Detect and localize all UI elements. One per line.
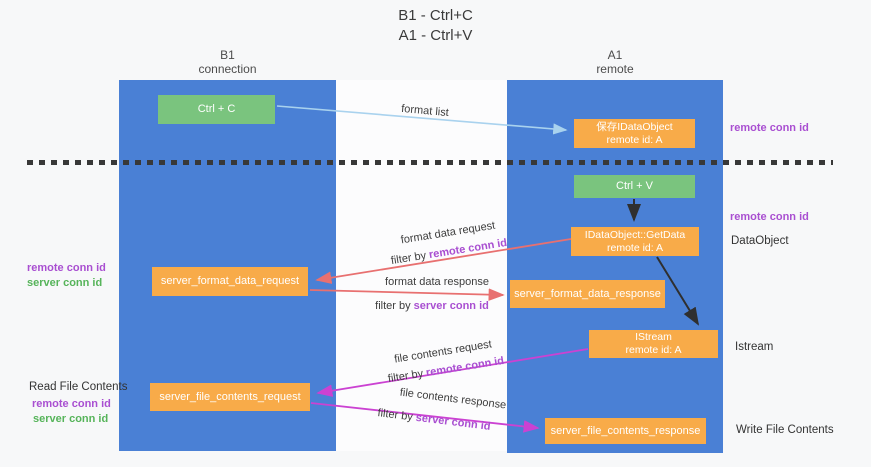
annotation-remote-conn-id-top: remote conn id (730, 122, 809, 134)
annotation-read-file-contents: Read File Contents (29, 381, 128, 393)
server-format-data-request-label: server_format_data_request (160, 275, 300, 287)
label-format-data-response: format data response (385, 276, 489, 288)
lane-b1-subtitle: connection (198, 62, 257, 76)
istream-line1: IStream (635, 331, 672, 343)
node-server-file-contents-response: server_file_contents_response (545, 418, 706, 444)
annotation-write-file-contents: Write File Contents (736, 424, 834, 436)
getdata-line2: remote id: A (606, 241, 664, 254)
node-istream: IStream remote id: A (589, 330, 718, 358)
lane-header-b1: B1 connection (119, 48, 336, 76)
server-file-contents-response-label: server_file_contents_response (550, 424, 701, 437)
lane-b1-title: B1 (220, 48, 235, 62)
title-line-2: A1 - Ctrl+V (398, 27, 473, 44)
annotation-left-remote-conn-id-2: remote conn id (32, 398, 111, 410)
ctrl-v-label: Ctrl + V (616, 180, 653, 192)
lane-a1-title: A1 (607, 48, 623, 62)
annotation-left-remote-conn-id-1: remote conn id (27, 262, 106, 274)
getdata-line1: IDataObject::GetData (584, 228, 686, 241)
node-server-format-data-response: server_format_data_response (510, 280, 665, 308)
annotation-istream: Istream (735, 341, 774, 353)
server-format-data-response-label: server_format_data_response (514, 287, 661, 300)
server-conn-id-text: server conn id (413, 300, 489, 312)
node-server-format-data-request: server_format_data_request (152, 267, 308, 296)
server-file-contents-request-label: server_file_contents_request (159, 390, 301, 403)
diagram-title: B1 - Ctrl+C A1 - Ctrl+V (0, 6, 871, 46)
ctrl-c-label: Ctrl + C (197, 103, 236, 115)
istream-line2: remote id: A (625, 344, 682, 356)
node-server-file-contents-request: server_file_contents_request (150, 383, 310, 411)
node-ctrl-c: Ctrl + C (158, 95, 275, 124)
lane-a1-subtitle: remote (596, 62, 634, 76)
lane-header-a1: A1 remote (507, 48, 723, 76)
clipboard-boundary-dashed-line (27, 160, 833, 165)
annotation-remote-conn-id-mid: remote conn id (730, 211, 809, 223)
annotation-left-server-conn-id-2: server conn id (33, 413, 109, 425)
node-idataobject-getdata: IDataObject::GetData remote id: A (571, 227, 699, 256)
node-save-idataobject: 保存IDataObject remote id: A (574, 119, 695, 148)
title-line-1: B1 - Ctrl+C (398, 7, 473, 24)
save-idataobject-line1: 保存IDataObject (596, 120, 673, 133)
filter-by-text: filter by (375, 300, 411, 312)
annotation-left-server-conn-id-1: server conn id (27, 277, 103, 289)
annotation-dataobject: DataObject (731, 235, 789, 247)
save-idataobject-line2: remote id: A (606, 133, 663, 146)
node-ctrl-v: Ctrl + V (574, 175, 695, 198)
label-filter-server-1: filter by server conn id (375, 300, 489, 312)
